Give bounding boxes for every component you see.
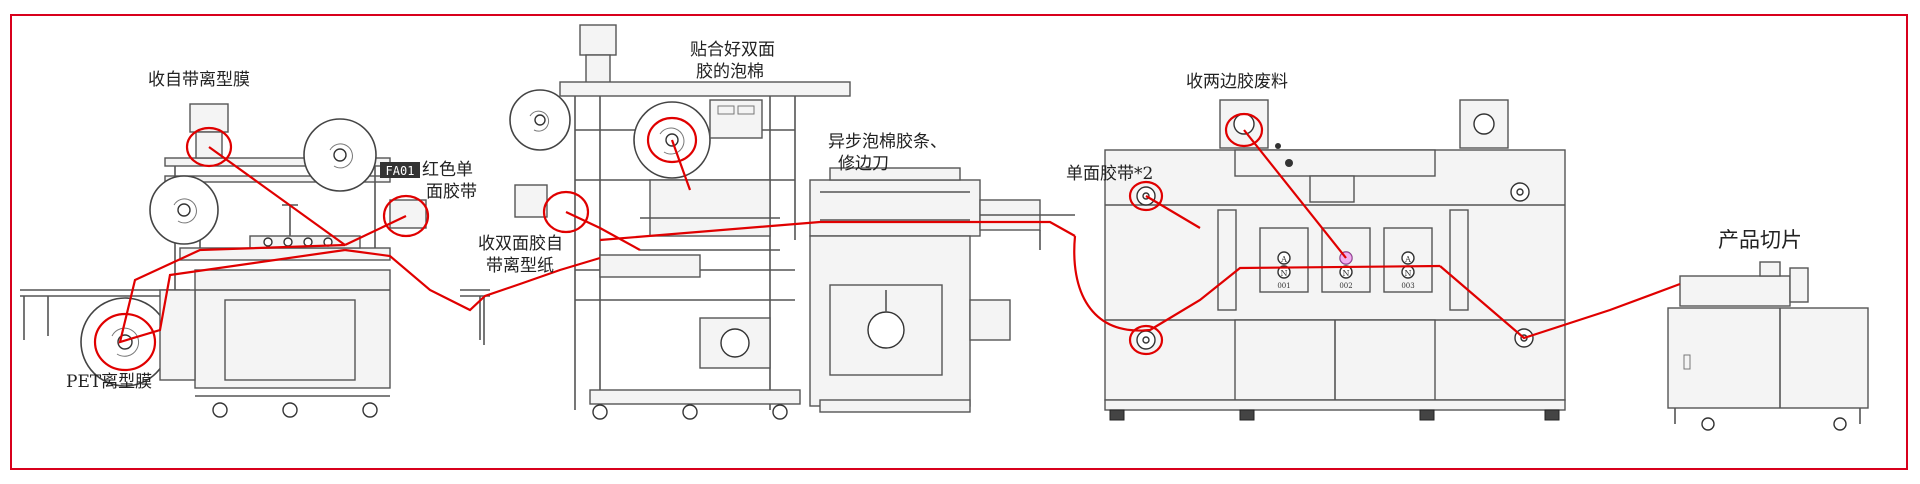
label-foam-2: 胶的泡棉 (696, 62, 764, 82)
label-foam-1: 贴合好双面 (690, 40, 775, 60)
cutter-head (1679, 275, 1791, 307)
diagram-frame (10, 14, 1908, 470)
ring-pet (93, 312, 157, 372)
svg-text:N: N (1281, 269, 1288, 278)
gear-icon (867, 311, 905, 349)
label-double-2: 带离型纸 (486, 256, 554, 276)
label-red-tape-2: 面胶带 (426, 182, 477, 202)
die-head (809, 179, 981, 237)
svg-text:002: 002 (1339, 282, 1352, 290)
guide-post-right (1449, 209, 1469, 311)
label-self-release: 收自带离型膜 (148, 70, 250, 90)
svg-text:A: A (1280, 255, 1287, 264)
label-double-1: 收双面胶自 (478, 234, 563, 254)
ring-single-tape-1 (1128, 180, 1164, 212)
svg-text:A: A (1404, 255, 1411, 264)
fa01-badge (380, 162, 420, 178)
ring-single-tape-2 (1128, 324, 1164, 356)
ring-self-release (185, 126, 233, 168)
cutter-cabinet (1667, 307, 1869, 409)
label-async-2: 修边刀 (838, 154, 889, 174)
label-red-tape-1: 红色单 (422, 160, 473, 180)
svg-text:N: N (1343, 269, 1350, 278)
guide-rail-right (460, 289, 490, 345)
highlight-rings (93, 112, 1264, 372)
machine-lamination: FA01 (20, 103, 490, 418)
motor-side (514, 184, 548, 218)
label-single-x2: 单面胶带*2 (1066, 164, 1154, 184)
screen (1309, 175, 1355, 203)
svg-text:003: 003 (1401, 282, 1414, 290)
motor-top-2 (579, 24, 617, 56)
machine-cutter (1667, 261, 1869, 431)
machine-die-cutter (809, 167, 1075, 413)
ring-foam-output (646, 116, 698, 164)
fa01-text: FA01 (386, 164, 415, 178)
label-async-1: 异步泡棉胶条、 (828, 132, 947, 152)
label-waste: 收两边胶废料 (1186, 72, 1288, 92)
ring-double-sided (542, 190, 590, 234)
machine-waste-rewind: A N A N A N 001 002 003 (1104, 99, 1566, 421)
material-path (118, 129, 1681, 344)
ring-red-tape (382, 194, 430, 238)
label-cut: 产品切片 (1718, 228, 1802, 252)
svg-text:N: N (1405, 269, 1412, 278)
svg-text:001: 001 (1277, 282, 1290, 290)
guide-post-left (1217, 209, 1237, 311)
machine-foam-tower (509, 24, 851, 420)
ring-waste (1224, 112, 1264, 148)
label-pet-film: PET离型膜 (66, 372, 153, 392)
